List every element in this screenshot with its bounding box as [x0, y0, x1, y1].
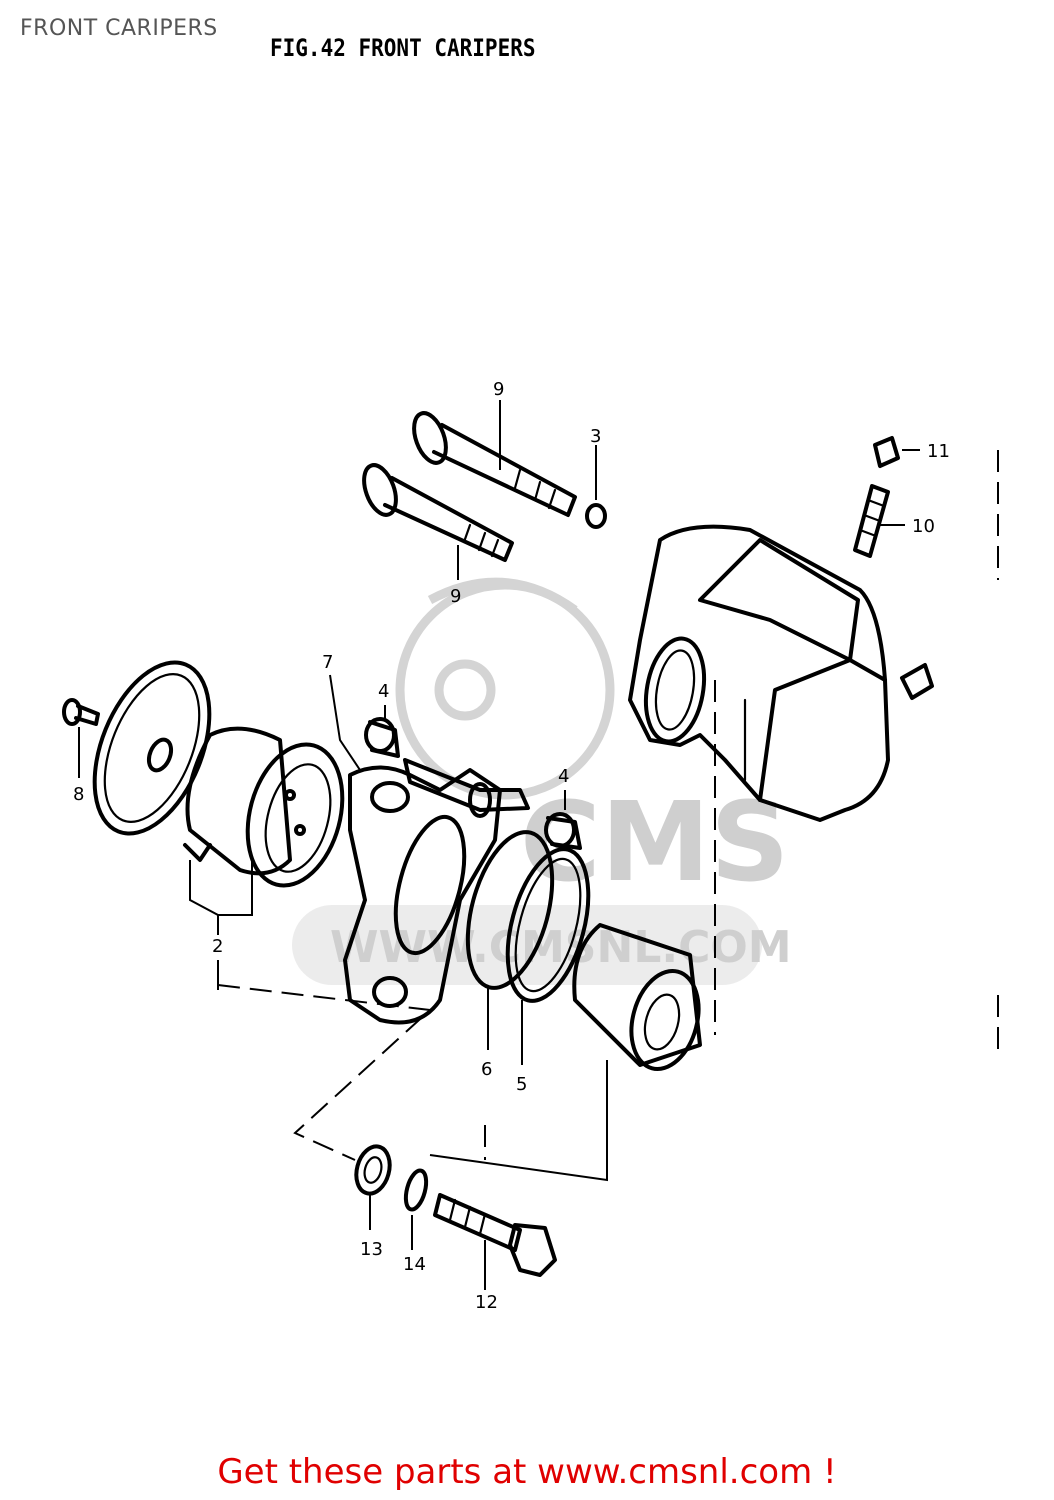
part-4-upper-bushing: [364, 717, 400, 758]
part-11-bleeder-cap: [873, 436, 900, 468]
part-12-bolt: [433, 1193, 557, 1277]
part-13-washer: [354, 1144, 392, 1196]
part-8-screw: [62, 698, 100, 726]
part-9-upper-bolt: [412, 411, 577, 517]
bleeder-plug: [900, 663, 934, 700]
figure-title: FIG.42 FRONT CARIPERS: [270, 34, 536, 62]
callout-10: 10: [912, 516, 935, 537]
part-3-o-ring: [585, 503, 607, 529]
callout-9-lower: 9: [450, 586, 461, 607]
watermark-logo: CMS: [520, 778, 789, 906]
assembly-guide-lines: [217, 450, 999, 1161]
part-14-spring-washer: [403, 1168, 429, 1212]
watermark-mascot-cap: [427, 577, 578, 614]
callout-3: 3: [590, 426, 601, 447]
part-6-piston-seal: [465, 830, 555, 990]
callout-8: 8: [73, 784, 84, 805]
part-2-pad-assembly: [183, 726, 345, 888]
part-2-boot-cover: [92, 660, 212, 836]
callout-6: 6: [481, 1059, 492, 1080]
callout-13: 13: [360, 1239, 383, 1260]
callout-14: 14: [403, 1254, 426, 1275]
callout-5: 5: [516, 1074, 527, 1095]
part-5-dust-seal: [505, 847, 591, 1003]
callout-leaders: [78, 400, 920, 1290]
caliper-housing: [628, 524, 890, 822]
watermark-mascot-eye: [434, 659, 496, 721]
part-9-lower-bolt: [362, 463, 514, 562]
callout-4-lower: 4: [558, 766, 569, 787]
callout-9-upper: 9: [493, 379, 504, 400]
footer-cta-link[interactable]: Get these parts at www.cmsnl.com !: [217, 1452, 837, 1492]
watermark-mascot-head: [395, 580, 615, 800]
callout-12: 12: [475, 1292, 498, 1313]
piston: [572, 923, 702, 1072]
callout-4-upper: 4: [378, 681, 389, 702]
callout-7: 7: [322, 652, 333, 673]
watermark: CMS WWW.CMSNL.COM: [292, 577, 792, 985]
watermark-url-band: [292, 905, 762, 985]
callout-2: 2: [212, 936, 223, 957]
slide-pin: [403, 758, 530, 818]
callout-11: 11: [927, 441, 950, 462]
part-4-lower-bushing: [544, 812, 582, 850]
page-title: FRONT CARIPERS: [20, 16, 218, 41]
part-10-bleeder-valve: [853, 484, 890, 558]
